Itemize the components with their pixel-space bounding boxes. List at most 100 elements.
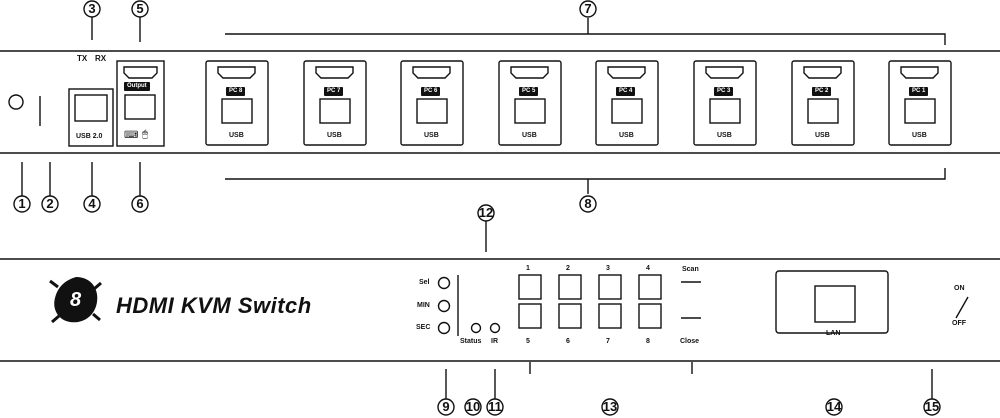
- lan-panel: [775, 270, 889, 334]
- callout-circle-13: [601, 398, 619, 416]
- hdmi-input-port: [803, 66, 842, 79]
- callout-4: 4: [88, 196, 96, 211]
- port-number-bottom: 5: [526, 338, 530, 345]
- output-label: Output: [124, 82, 150, 91]
- usb-label: USB: [912, 132, 927, 139]
- callout-circle-7: [579, 0, 597, 18]
- ir-label: IR: [491, 338, 498, 345]
- pc-module: [888, 60, 952, 146]
- min-label: MIN: [417, 302, 430, 309]
- status-led: [470, 322, 482, 334]
- callout-11: 11: [488, 399, 502, 414]
- logo-emblem: [49, 277, 102, 324]
- pc-port-label: PC 6: [421, 87, 441, 96]
- port-number-bottom: 7: [606, 338, 610, 345]
- port-button[interactable]: [638, 303, 662, 329]
- usb-port: [709, 98, 741, 124]
- ir-receiver: [489, 322, 501, 334]
- pc-module: [498, 60, 562, 146]
- pc-module: [205, 60, 269, 146]
- hdmi-input-port: [510, 66, 549, 79]
- callout-9: 9: [442, 399, 450, 414]
- usb-port: [904, 98, 936, 124]
- pc-port-label: PC 8: [226, 87, 246, 96]
- hdmi-input-port: [900, 66, 939, 79]
- bracket-8: [225, 168, 946, 180]
- callout-14: 14: [826, 399, 842, 414]
- callout-13: 13: [602, 399, 618, 414]
- sel-label: Sel: [419, 279, 430, 286]
- callout-7: 7: [584, 1, 592, 16]
- usb-label: USB: [327, 132, 342, 139]
- usb20-block: [68, 88, 114, 147]
- ground-screw: [8, 94, 24, 110]
- pc-port-label: PC 2: [812, 87, 832, 96]
- hdmi-input-port: [315, 66, 354, 79]
- port-button[interactable]: [558, 274, 582, 300]
- off-label: OFF: [952, 320, 966, 327]
- sel-button[interactable]: [437, 276, 451, 290]
- port-button[interactable]: [598, 303, 622, 329]
- hdmi-input-port: [607, 66, 646, 79]
- usb20-port: [74, 94, 108, 122]
- callout-5: 5: [136, 1, 144, 16]
- port-number-top: 3: [606, 265, 610, 272]
- callout-12: 12: [478, 205, 494, 220]
- status-label: Status: [460, 338, 482, 345]
- callout-circle-8: [579, 195, 597, 213]
- keyboard-icon: ⌨: [124, 130, 139, 141]
- callout-2: 2: [46, 196, 54, 211]
- tx-label: TX: [77, 54, 88, 63]
- callout-6: 6: [136, 196, 144, 211]
- port-number-bottom: 6: [566, 338, 570, 345]
- callout-15: 15: [924, 399, 940, 414]
- usb-port: [221, 98, 253, 124]
- bracket-7: [225, 33, 946, 45]
- lan-port[interactable]: [814, 285, 856, 323]
- usb-port: [611, 98, 643, 124]
- port-number-top: 1: [526, 265, 530, 272]
- port-number-top: 2: [566, 265, 570, 272]
- min-button[interactable]: [437, 299, 451, 313]
- power-switch[interactable]: [955, 296, 969, 319]
- port-button[interactable]: [638, 274, 662, 300]
- pc-module: [400, 60, 464, 146]
- port-button[interactable]: [558, 303, 582, 329]
- pc-port-label: PC 4: [616, 87, 636, 96]
- product-title: HDMI KVM Switch: [116, 293, 312, 318]
- on-label: ON: [954, 285, 965, 292]
- pc-port-label: PC 3: [714, 87, 734, 96]
- port-number-bottom: 8: [646, 338, 650, 345]
- port-number-top: 4: [646, 265, 650, 272]
- usb-port: [807, 98, 839, 124]
- usb-label: USB: [229, 132, 244, 139]
- pc-module: [303, 60, 367, 146]
- sec-button[interactable]: [437, 321, 451, 335]
- rx-label: RX: [95, 54, 107, 63]
- port-button[interactable]: [598, 274, 622, 300]
- logo-glyph: 8: [70, 289, 82, 311]
- usb-label: USB: [619, 132, 634, 139]
- callout-circle-10: [464, 398, 482, 416]
- port-button[interactable]: [518, 303, 542, 329]
- pc-port-label: PC 5: [519, 87, 539, 96]
- usb-label: USB: [815, 132, 830, 139]
- usb-port: [416, 98, 448, 124]
- pc-module: [595, 60, 659, 146]
- mouse-icon: 🖱: [142, 129, 148, 140]
- callout-3: 3: [88, 1, 96, 16]
- usb-label: USB: [522, 132, 537, 139]
- hdmi-input-port: [705, 66, 744, 79]
- usb-port: [319, 98, 351, 124]
- hdmi-input-port: [217, 66, 256, 79]
- pc-port-label: PC 7: [324, 87, 344, 96]
- port-button[interactable]: [518, 274, 542, 300]
- pc-port-label: PC 1: [909, 87, 929, 96]
- callout-circle-14: [825, 398, 843, 416]
- pc-module: [693, 60, 757, 146]
- scan-label: Scan: [682, 266, 699, 273]
- callout-1: 1: [18, 196, 26, 211]
- sec-label: SEC: [416, 324, 431, 331]
- hdmi-input-port: [412, 66, 451, 79]
